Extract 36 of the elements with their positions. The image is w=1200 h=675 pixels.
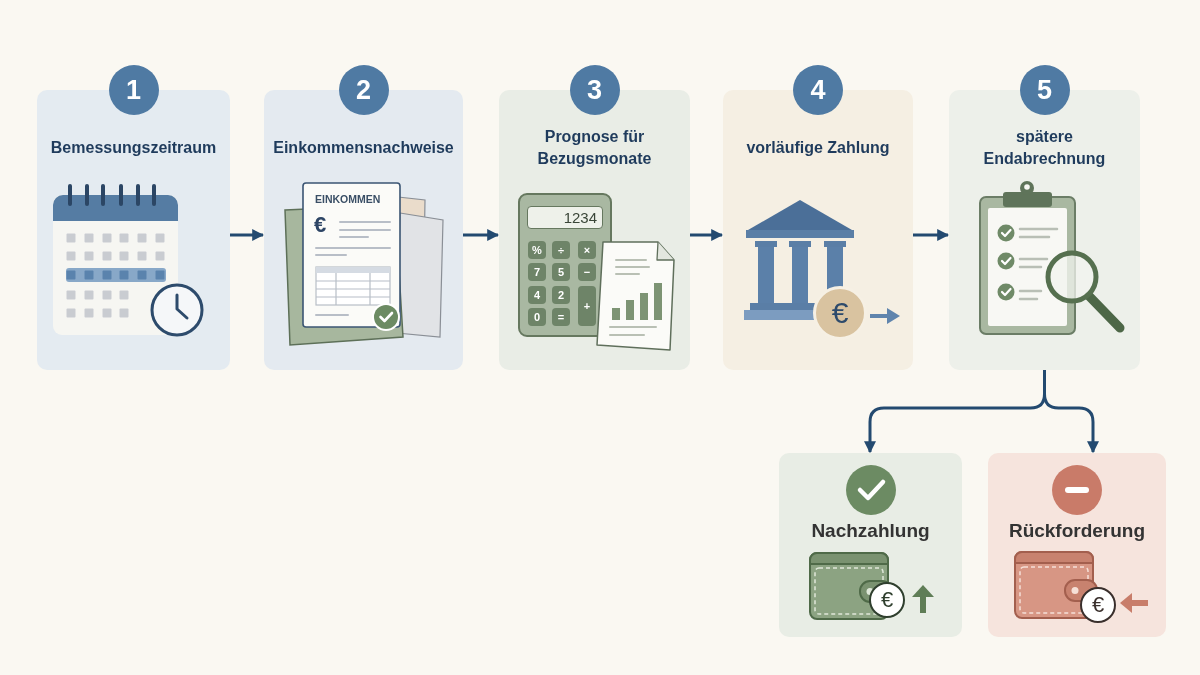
calculator-key: × [578, 241, 596, 259]
calculator-key: 5 [552, 263, 570, 281]
step-title: Bemessungszeitraum [50, 138, 217, 158]
calculator-key: = [552, 308, 570, 326]
calculator-key: 7 [528, 263, 546, 281]
arrow [1043, 370, 1099, 454]
step-number-badge: 4 [793, 65, 843, 115]
arrow [913, 229, 950, 241]
outcome-title: Rückforderung [1008, 519, 1146, 543]
calculator-key: 4 [528, 286, 546, 304]
arrow [230, 229, 265, 241]
outcome-title: Nachzahlung [811, 519, 930, 543]
outcome-card [779, 453, 962, 637]
euro-coin: € [869, 582, 905, 618]
calculator-key: − [578, 263, 596, 281]
step-title: spätere Endabrechnung [982, 127, 1107, 169]
arrow [463, 229, 500, 241]
step-title: vorläufige Zahlung [746, 138, 890, 158]
calculator-display: 1234 [527, 206, 603, 229]
euro-coin: € [1080, 587, 1116, 623]
calculator-key: 2 [552, 286, 570, 304]
outcome-card [988, 453, 1166, 637]
step-title: Einkommensnachweise [273, 138, 454, 158]
calculator-key: 0 [528, 308, 546, 326]
step-number-badge: 1 [108, 65, 159, 115]
calculator-key: % [528, 241, 546, 259]
document-heading: EINKOMMEN [315, 193, 381, 205]
calculator-key: ÷ [552, 241, 570, 259]
step-number-badge: 2 [338, 65, 389, 115]
arrow [690, 229, 724, 241]
euro-sign: € [314, 214, 327, 236]
calculator-key: + [578, 286, 596, 326]
step-number-badge: 5 [1019, 65, 1070, 115]
step-title: Prognose für Bezugsmonate [536, 127, 653, 169]
euro-coin: € [813, 286, 867, 340]
step-number-badge: 3 [569, 65, 620, 115]
